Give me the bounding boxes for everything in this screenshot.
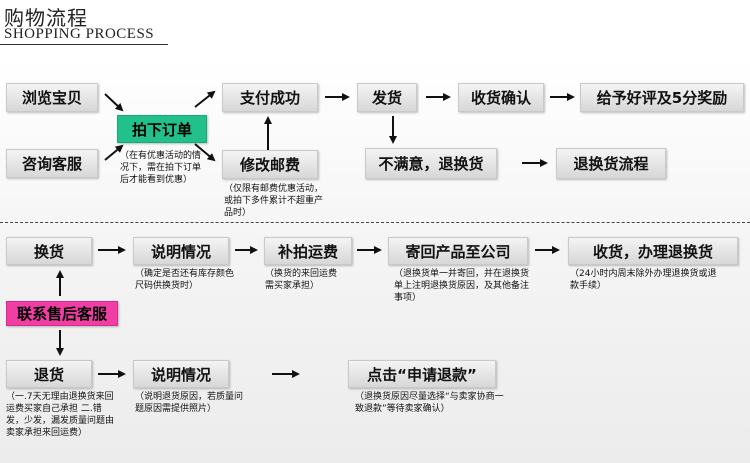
- consult-box: 咨询客服: [6, 149, 98, 178]
- send-back-box: 寄回产品至公司: [388, 237, 528, 265]
- page-title: 购物流程: [4, 6, 88, 30]
- contact-after-sales-box: 联系售后客服: [6, 301, 118, 326]
- pay-success-box: 支付成功: [222, 83, 318, 112]
- refund-explain-note: （说明退货原因，若质量问题原因需提供照片）: [135, 392, 244, 414]
- send-back-note: （退换货单一并寄回，并在退换货单上注明退换货原因，及其他备注事项）: [394, 269, 530, 303]
- arrow-order-to-pay: [194, 90, 216, 108]
- dissatisfied-return-box: 不满意，退换货: [365, 148, 497, 179]
- receive-box: 收货，办理退换货: [568, 237, 738, 265]
- place-order-note: （在有优惠活动的情况下，需在拍下订单后才能看到优惠）: [120, 151, 202, 185]
- title-underline: [0, 44, 168, 45]
- modify-postage-note: （仅限有邮费优惠活动，或拍下多件累计不超重产品时）: [224, 184, 324, 218]
- arrow-browse-to-order: [104, 93, 124, 112]
- receive-note: （24小时内周末除外办理退换货或退款手续）: [570, 269, 717, 291]
- apply-refund-box: 点击“申请退款”: [348, 360, 496, 388]
- place-order-box: 拍下订单: [117, 115, 207, 143]
- modify-postage-box: 修改邮费: [222, 150, 318, 179]
- pay-shipping-note: （换货的来回运费需买家承担）: [265, 269, 338, 291]
- apply-refund-note: （退换货原因尽量选择“与卖家协商一致退款”等待卖家确认）: [355, 392, 504, 414]
- confirm-receipt-box: 收货确认: [458, 83, 544, 112]
- exchange-box: 换货: [6, 237, 92, 265]
- section-divider: [0, 222, 750, 223]
- return-exchange-process-box: 退换货流程: [556, 148, 666, 179]
- review-reward-box: 给予好评及5分奖励: [580, 83, 744, 112]
- refund-box: 退货: [6, 360, 92, 388]
- page-subtitle: SHOPPING PROCESS: [4, 26, 155, 42]
- pay-shipping-box: 补拍运费: [264, 237, 352, 265]
- browse-box: 浏览宝贝: [6, 83, 98, 112]
- refund-note: （一.7天无理由退换货来回运费买家自己承担 二.错发，少发，漏发质量问题由卖家承…: [6, 392, 115, 438]
- arrow-order-to-modify: [194, 143, 216, 162]
- exchange-explain-note: （确定是否还有库存颜色尺码供换货时）: [135, 269, 235, 291]
- exchange-explain-box: 说明情况: [133, 237, 229, 265]
- ship-box: 发货: [357, 83, 417, 112]
- refund-explain-box: 说明情况: [133, 360, 229, 388]
- arrow-consult-to-order: [104, 144, 124, 161]
